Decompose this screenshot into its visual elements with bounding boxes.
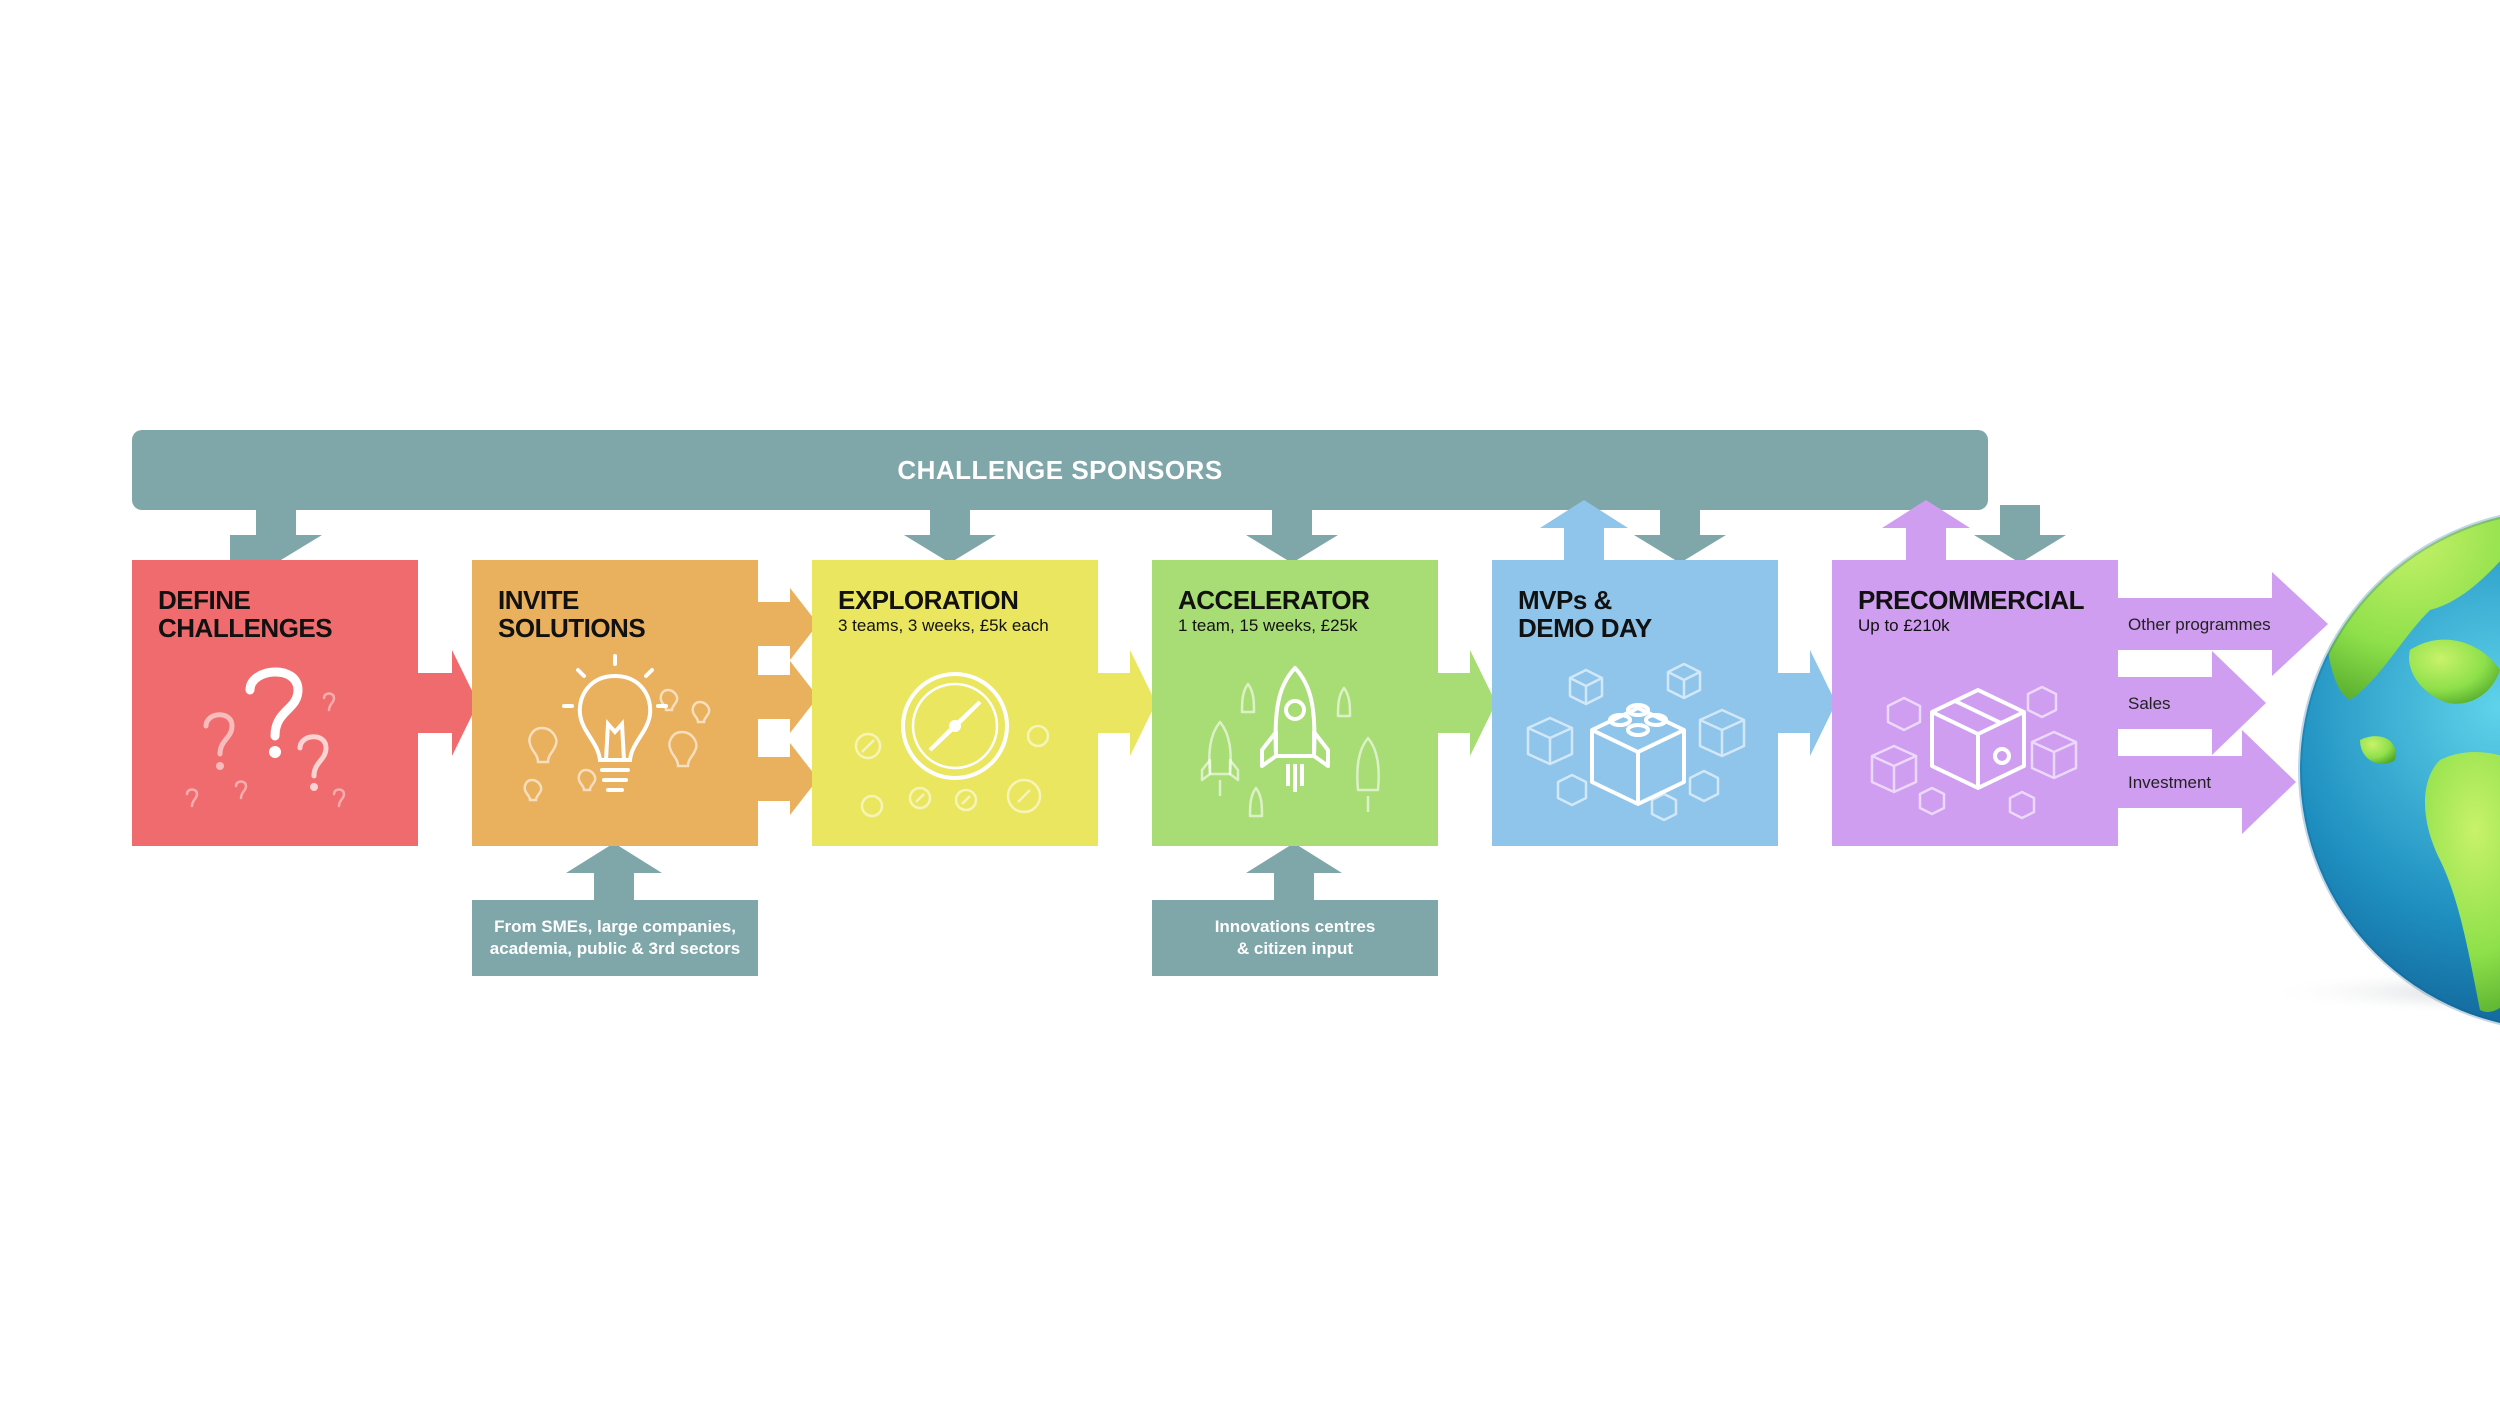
- feedback-up-arrows: [1540, 500, 1970, 565]
- lightbulb-icon: [523, 654, 711, 802]
- building-blocks-icon: [1526, 662, 1746, 822]
- stage-invite-solutions: INVITE SOLUTIONS: [472, 560, 758, 846]
- stage-title: INVITE SOLUTIONS: [498, 585, 646, 643]
- stage-title: MVPs & DEMO DAY: [1518, 585, 1652, 643]
- stage-subtitle: Up to £210k: [1858, 616, 1950, 635]
- stage-exploration: EXPLORATION 3 teams, 3 weeks, £5k each: [812, 560, 1098, 846]
- rocket-icon: [1200, 666, 1380, 818]
- input-note-innovation-centres: Innovations centres & citizen input: [1152, 900, 1438, 976]
- sponsor-arrows: [230, 505, 2066, 563]
- stage-title: ACCELERATOR: [1178, 585, 1370, 615]
- input-note-sources: From SMEs, large companies, academia, pu…: [472, 900, 758, 976]
- stage-arrows: [418, 588, 1836, 815]
- package-box-icon: [1870, 685, 2078, 820]
- stage-define-challenges: DEFINE CHALLENGES: [132, 560, 418, 846]
- stage-title: PRECOMMERCIAL: [1858, 585, 2085, 615]
- stage-subtitle: 3 teams, 3 weeks, £5k each: [838, 616, 1049, 635]
- stage-subtitle: 1 team, 15 weeks, £25k: [1178, 616, 1358, 635]
- input-arrows: [566, 843, 1342, 902]
- output-label-other-programmes: Other programmes: [2128, 615, 2271, 634]
- output-label-sales: Sales: [2128, 694, 2171, 713]
- sponsor-bar-label: CHALLENGE SPONSORS: [897, 454, 1223, 485]
- output-arrows: [2112, 572, 2328, 834]
- stage-title: EXPLORATION: [838, 585, 1019, 615]
- stage-title: DEFINE CHALLENGES: [158, 585, 333, 643]
- stage-mvps-demo-day: MVPs & DEMO DAY: [1492, 560, 1778, 846]
- output-label-investment: Investment: [2128, 773, 2212, 792]
- globe-icon: [2260, 510, 2500, 1025]
- sponsor-bar: [132, 430, 1988, 510]
- stage-accelerator: ACCELERATOR 1 team, 15 weeks, £25k: [1152, 560, 1438, 846]
- compass-icon: [854, 672, 1050, 818]
- stage-precommercial: PRECOMMERCIAL Up to £210k: [1832, 560, 2118, 846]
- question-marks-icon: [185, 667, 346, 808]
